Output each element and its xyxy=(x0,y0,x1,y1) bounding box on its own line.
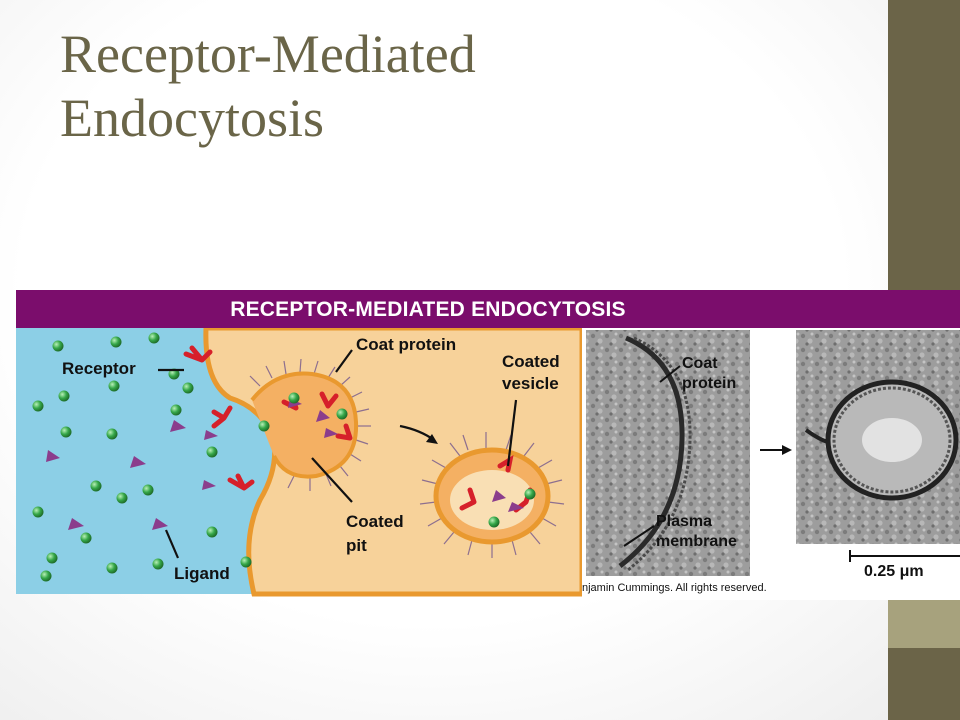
label-coated-pit-2: pit xyxy=(346,536,367,555)
label-ligand: Ligand xyxy=(174,564,230,583)
slide-title-line1: Receptor-Mediated xyxy=(60,24,476,84)
ligand-triangles xyxy=(46,398,524,530)
label-coat-protein: Coat protein xyxy=(356,335,457,354)
label-coated-vesicle-2: vesicle xyxy=(502,374,559,393)
coated-vesicle xyxy=(419,432,565,558)
slide-title-line2: Endocytosis xyxy=(60,88,324,148)
em-label-plasma-2: membrane xyxy=(656,533,737,550)
em-scale-label: 0.25 μm xyxy=(864,563,924,580)
em-label-plasma-1: Plasma xyxy=(656,513,713,530)
endocytosis-figure: RECEPTOR-MEDIATED ENDOCYTOSIS Receptor C… xyxy=(16,290,960,600)
label-receptor: Receptor xyxy=(62,359,136,378)
ligand-spheres xyxy=(32,332,536,582)
side-bar-light xyxy=(888,600,960,648)
side-bar-dark-bottom xyxy=(888,648,960,720)
figure-drawing xyxy=(16,320,960,600)
leader-lines xyxy=(158,349,518,559)
em-label-coat-2: protein xyxy=(682,375,737,392)
em-label-coat-1: Coat xyxy=(682,355,718,372)
label-coated-vesicle-1: Coated xyxy=(502,352,560,371)
slide-title: Receptor-Mediated Endocytosis xyxy=(60,22,820,150)
coated-pit xyxy=(249,358,371,491)
label-coated-pit-1: Coated xyxy=(346,512,404,531)
figure-header: RECEPTOR-MEDIATED ENDOCYTOSIS xyxy=(16,290,960,328)
copyright-credit: njamin Cummings. All rights reserved. xyxy=(582,582,767,594)
